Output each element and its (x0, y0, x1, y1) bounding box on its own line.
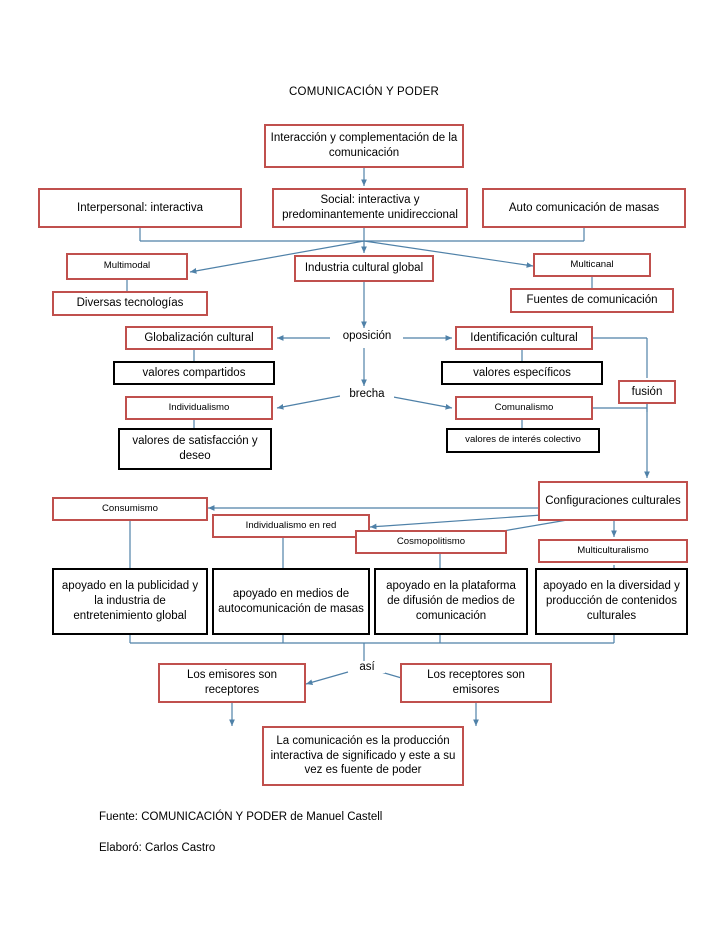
node-social[interactable]: Social: interactiva y predominantemente … (272, 188, 468, 228)
node-conclusion[interactable]: La comunicación es la producción interac… (262, 726, 464, 786)
node-valores-compartidos-label: valores compartidos (142, 366, 246, 379)
node-cosmopolitismo-label: Cosmopolitismo (396, 535, 466, 547)
node-consumismo-label: Consumismo (102, 502, 158, 514)
node-fusion[interactable]: fusión (618, 380, 676, 404)
node-emisores-son-receptores[interactable]: Los emisores son receptores (158, 663, 306, 703)
node-comunalismo[interactable]: Comunalismo (455, 396, 593, 420)
node-auto-comunicacion[interactable]: Auto comunicación de masas (482, 188, 686, 228)
node-fuentes-comunicacion[interactable]: Fuentes de comunicación (510, 288, 674, 313)
node-multimodal[interactable]: Multimodal (66, 253, 188, 280)
node-valores-interes-colectivo-label: valores de interés colectivo (465, 434, 581, 446)
node-individualismo-label: Individualismo (168, 401, 230, 413)
node-configuraciones-culturales[interactable]: Configuraciones culturales (538, 481, 688, 521)
node-identificacion-cultural[interactable]: Identificación cultural (455, 326, 593, 350)
node-multiculturalismo-label: Multiculturalismo (577, 544, 649, 556)
edge-label-brecha: brecha (340, 388, 394, 400)
node-diversas-tecnologias[interactable]: Diversas tecnologías (52, 291, 208, 316)
author-credit: Elaboró: Carlos Castro (99, 842, 216, 854)
node-cosmopolitismo[interactable]: Cosmopolitismo (355, 530, 507, 554)
node-social-label: Social: interactiva y predominantemente … (282, 194, 458, 221)
node-multicanal[interactable]: Multicanal (533, 253, 651, 277)
page-title: COMUNICACIÓN Y PODER (289, 86, 439, 98)
node-interpersonal[interactable]: Interpersonal: interactiva (38, 188, 242, 228)
node-fusion-label: fusión (631, 385, 663, 398)
node-diversas-tecnologias-label: Diversas tecnologías (76, 297, 184, 310)
node-valores-satisfaccion-label: valores de satisfacción y deseo (132, 435, 258, 462)
node-root-label: Interacción y complementación de la comu… (270, 132, 458, 159)
source-credit: Fuente: COMUNICACIÓN Y PODER de Manuel C… (99, 811, 383, 823)
node-receptores-son-emisores[interactable]: Los receptores son emisores (400, 663, 552, 703)
node-fuentes-comunicacion-label: Fuentes de comunicación (526, 294, 658, 307)
node-valores-especificos-label: valores específicos (473, 366, 571, 379)
node-apoyo-plataforma[interactable]: apoyado en la plataforma de difusión de … (374, 568, 528, 635)
node-apoyo-medios[interactable]: apoyado en medios de autocomunicación de… (212, 568, 370, 635)
node-auto-comunicacion-label: Auto comunicación de masas (508, 201, 660, 214)
node-globalizacion-cultural[interactable]: Globalización cultural (125, 326, 273, 350)
node-comunalismo-label: Comunalismo (494, 401, 554, 413)
node-individualismo-en-red[interactable]: Individualismo en red (212, 514, 370, 538)
node-apoyo-plataforma-label: apoyado en la plataforma de difusión de … (386, 580, 516, 622)
node-apoyo-publicidad-label: apoyado en la publicidad y la industria … (61, 580, 199, 622)
edge-label-asi: así (349, 661, 385, 673)
node-valores-satisfaccion[interactable]: valores de satisfacción y deseo (118, 428, 272, 470)
node-valores-interes-colectivo[interactable]: valores de interés colectivo (446, 428, 600, 453)
node-industria-label: Industria cultural global (304, 262, 424, 275)
node-valores-especificos[interactable]: valores específicos (441, 361, 603, 385)
node-apoyo-publicidad[interactable]: apoyado en la publicidad y la industria … (52, 568, 208, 635)
node-root[interactable]: Interacción y complementación de la comu… (264, 124, 464, 168)
node-interpersonal-label: Interpersonal: interactiva (77, 201, 203, 214)
node-globalizacion-cultural-label: Globalización cultural (144, 331, 254, 344)
node-industria[interactable]: Industria cultural global (294, 255, 434, 282)
node-valores-compartidos[interactable]: valores compartidos (113, 361, 275, 385)
node-multimodal-label: Multimodal (103, 260, 151, 272)
node-conclusion-label: La comunicación es la producción interac… (270, 734, 456, 777)
node-identificacion-cultural-label: Identificación cultural (470, 331, 578, 344)
edge-label-oposicion: oposición (331, 330, 403, 342)
node-multiculturalismo[interactable]: Multiculturalismo (538, 539, 688, 563)
node-individualismo-en-red-label: Individualismo en red (245, 519, 337, 531)
node-apoyo-diversidad-label: apoyado en la diversidad y producción de… (543, 580, 680, 622)
node-individualismo[interactable]: Individualismo (125, 396, 273, 420)
node-emisores-son-receptores-label: Los emisores son receptores (186, 669, 278, 696)
node-consumismo[interactable]: Consumismo (52, 497, 208, 521)
node-apoyo-medios-label: apoyado en medios de autocomunicación de… (218, 587, 364, 615)
node-multicanal-label: Multicanal (570, 258, 614, 270)
node-apoyo-diversidad[interactable]: apoyado en la diversidad y producción de… (535, 568, 688, 635)
node-configuraciones-culturales-label: Configuraciones culturales (545, 494, 681, 507)
node-receptores-son-emisores-label: Los receptores son emisores (427, 669, 525, 696)
